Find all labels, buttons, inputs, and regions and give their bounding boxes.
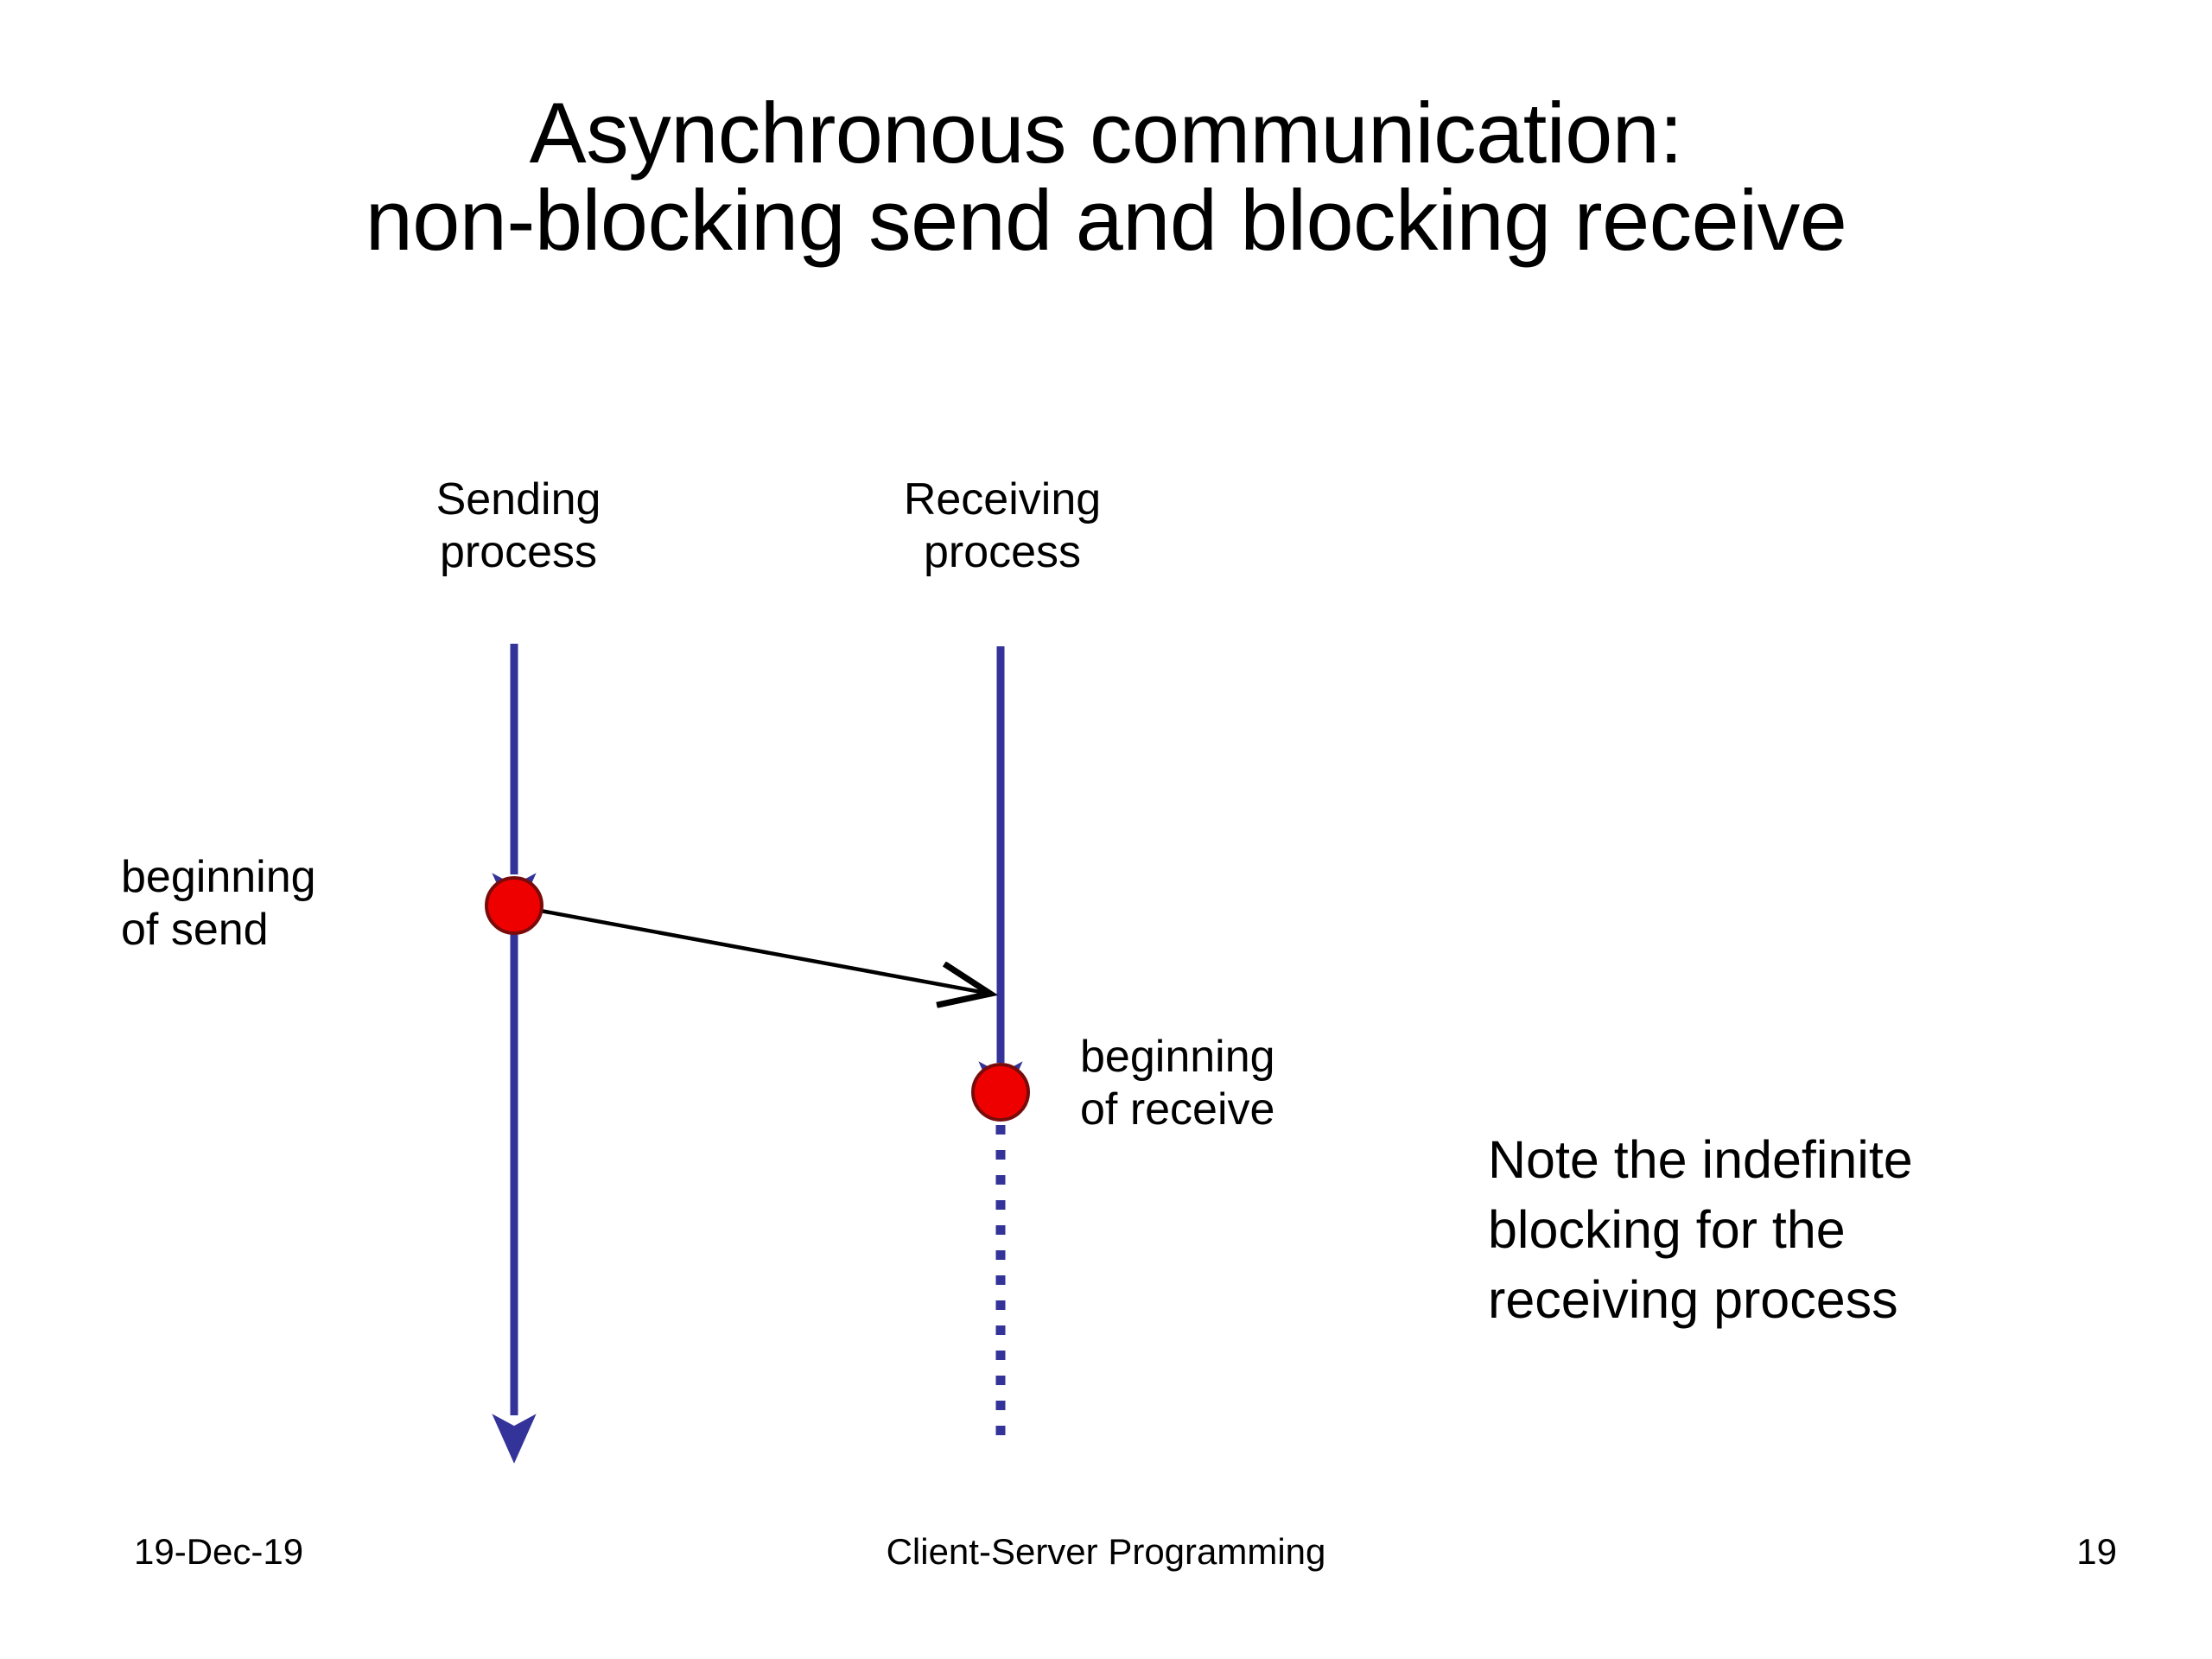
beginning-of-receive-marker (971, 1063, 1030, 1122)
sending-process-label-line-1: Sending (435, 474, 601, 524)
beginning-of-send-label-line-2: of send (121, 904, 269, 955)
slide-footer: 19-Dec-19 Client-Server Programming 19 (0, 1531, 2212, 1592)
beginning-of-send-marker (485, 876, 543, 935)
message-arrow-send-to-receive (535, 907, 990, 994)
receiving-process-label-line-1: Receiving (903, 474, 1102, 524)
beginning-of-send-label: beginning of send (121, 851, 467, 957)
title-line-2: non-blocking send and blocking receive (365, 171, 1847, 268)
sending-process-label: Sending process (294, 474, 743, 579)
note-line-3: receiving process (1488, 1270, 1898, 1330)
title-line-1: Asynchronous communication: (529, 85, 1683, 181)
footer-date: 19-Dec-19 (134, 1531, 304, 1572)
page-title: Asynchronous communication: non-blocking… (0, 85, 2212, 268)
note-line-1: Note the indefinite (1488, 1130, 1913, 1189)
beginning-of-receive-label: beginning of receive (1080, 1031, 1478, 1136)
receiving-process-label-line-2: process (923, 526, 1082, 577)
beginning-of-receive-label-line-2: of receive (1080, 1084, 1275, 1135)
note-text-block: Note the indefinite blocking for the rec… (1488, 1125, 2162, 1335)
receiving-process-label: Receiving process (778, 474, 1227, 579)
beginning-of-receive-label-line-1: beginning (1080, 1032, 1275, 1082)
footer-subject-title: Client-Server Programming (886, 1531, 1326, 1572)
beginning-of-send-label-line-1: beginning (121, 852, 316, 902)
note-line-2: blocking for the (1488, 1200, 1846, 1260)
footer-page-number: 19 (2076, 1531, 2117, 1572)
sending-process-label-line-2: process (439, 526, 598, 577)
